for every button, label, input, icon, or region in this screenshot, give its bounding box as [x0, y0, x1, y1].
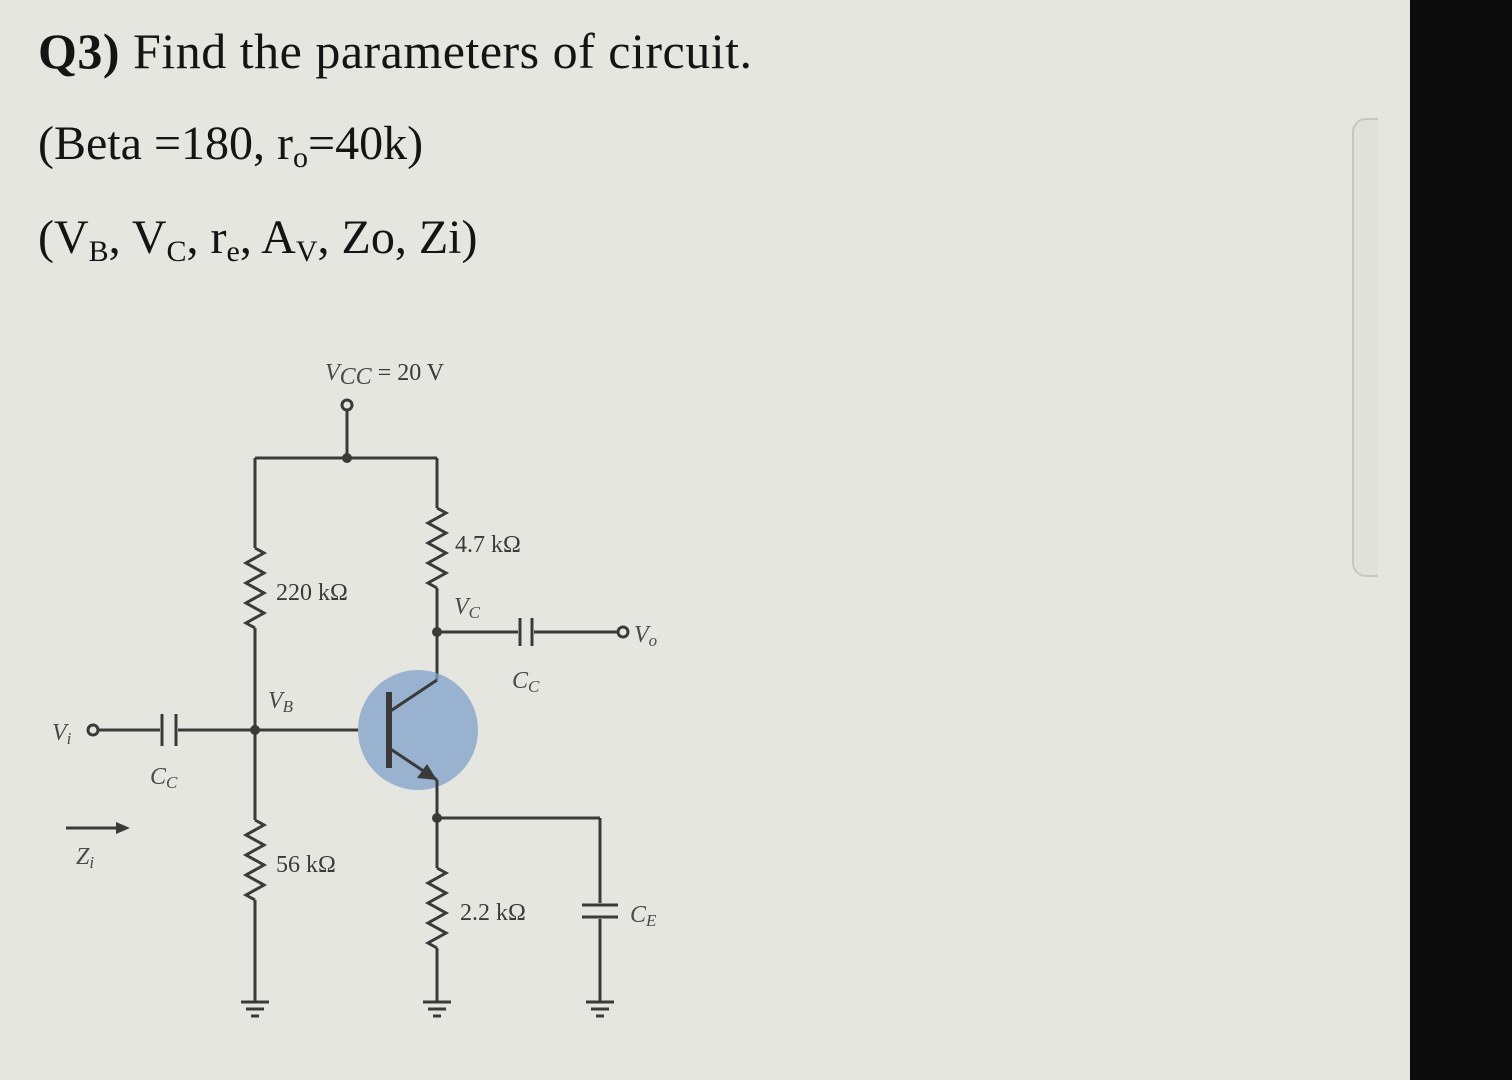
given-suffix: =40k) [308, 117, 424, 170]
find-item-subscript: V [295, 235, 318, 268]
label-vo: Vo [634, 622, 657, 650]
circuit-diagram: VCC = 20 V 220 kΩ 56 kΩ 4.7 kΩ 2.2 kΩ VC… [52, 360, 657, 1018]
label-cc-out: CC [512, 668, 540, 696]
node-collector [432, 627, 442, 637]
label-re: 2.2 kΩ [460, 900, 526, 926]
resistor-rc [424, 506, 450, 590]
find-item: A [261, 211, 296, 264]
given-subscript: o [293, 141, 308, 174]
find-item: Zo [341, 211, 395, 264]
resistor-r2 [242, 818, 268, 902]
find-item-subscript: C [166, 235, 187, 268]
find-separator: , [239, 211, 262, 264]
resistor-r1 [242, 546, 268, 630]
circuit-wires [66, 398, 630, 1002]
monitor-bezel [1410, 0, 1512, 1080]
find-item: V [131, 211, 167, 264]
label-ce: CE [630, 902, 657, 930]
question-number: Q3) [38, 23, 121, 79]
given-prefix: (Beta =180, r [38, 117, 293, 170]
label-r2: 56 kΩ [276, 852, 336, 878]
label-r1: 220 kΩ [276, 580, 348, 606]
find-list: (VB, VC, re, AV, Zo, Zi) [38, 211, 478, 268]
vo-terminal [616, 625, 630, 639]
label-vi: Vi [52, 720, 72, 748]
find-item: V [53, 211, 89, 264]
vcc-terminal [340, 398, 354, 412]
label-rc: 4.7 kΩ [455, 532, 521, 558]
screen [0, 0, 1410, 1080]
find-item: Zi [418, 211, 462, 264]
ground-emitter-icon [423, 1000, 451, 1018]
label-cc-in: CC [150, 764, 178, 792]
transistor-highlight [358, 670, 478, 790]
node-emitter [432, 813, 442, 823]
find-item-subscript: B [88, 235, 109, 268]
label-vcc: VCC = 20 V [325, 360, 445, 390]
transistor [358, 670, 478, 818]
find-separator: , [394, 211, 419, 264]
question-title-text: Find the parameters of circuit. [133, 23, 753, 79]
resistor-re [424, 866, 450, 950]
label-vb: VB [268, 688, 294, 716]
given-values: (Beta =180, ro=40k) [38, 116, 423, 175]
emitter-arrow [417, 764, 437, 780]
ground-left-icon [241, 1000, 269, 1018]
node-vcc [342, 453, 352, 463]
find-separator: , [108, 211, 132, 264]
find-separator: , [317, 211, 342, 264]
ground-capacitor-icon [586, 1000, 614, 1018]
label-zi: Zi [76, 844, 94, 872]
question-title: Q3) Find the parameters of circuit. [38, 22, 753, 80]
find-item: r [210, 211, 227, 264]
zi-arrowhead [116, 822, 130, 834]
find-separator: , [186, 211, 211, 264]
vi-terminal [86, 723, 100, 737]
node-base [250, 725, 260, 735]
find-item-subscript: e [226, 235, 240, 268]
label-vc: VC [454, 594, 481, 622]
scrollbar-tab[interactable] [1352, 118, 1378, 577]
